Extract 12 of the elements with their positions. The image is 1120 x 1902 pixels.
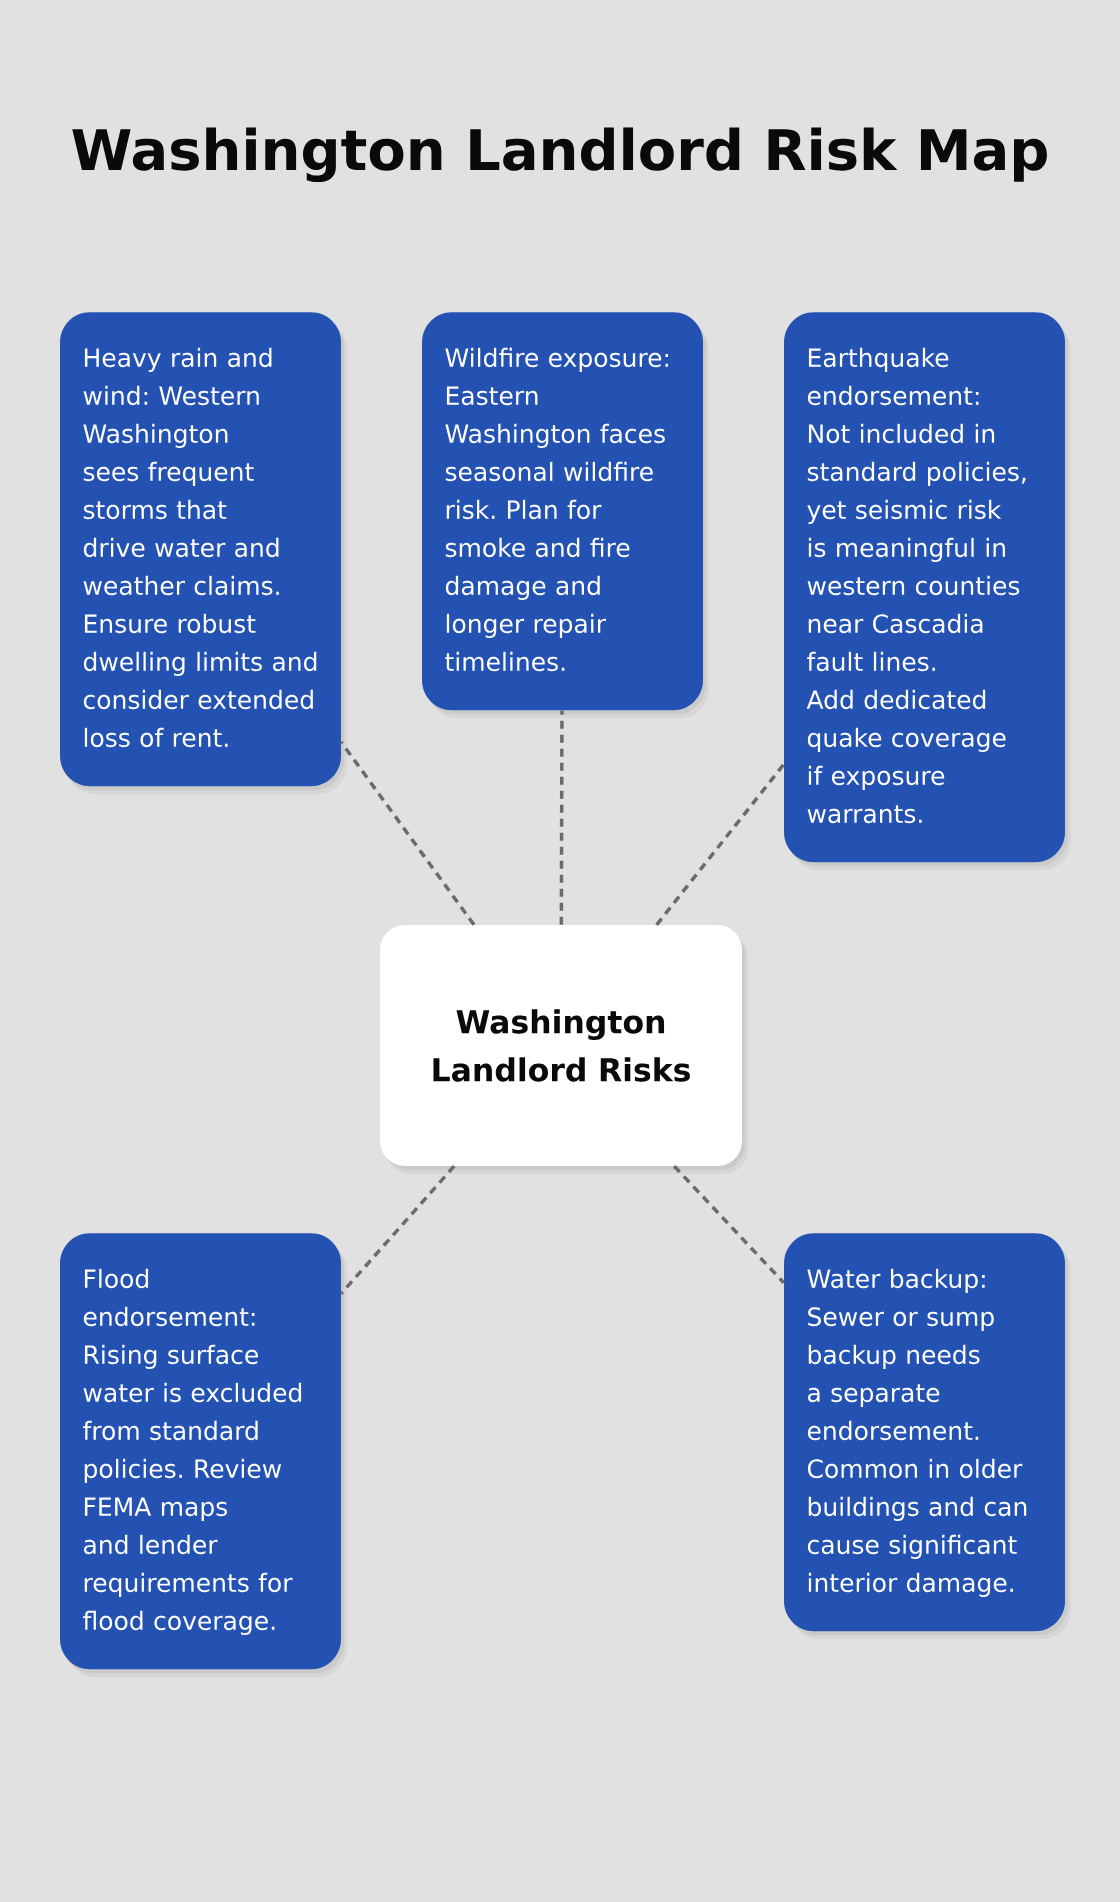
connector-line: [673, 1165, 786, 1284]
info-box: Heavy rain and wind: Western Washington sees frequent storms that drive water and weather claims. Ensure robust dwelling limits and consider extended loss of rent.: [60, 312, 347, 795]
connector-line: [339, 1165, 456, 1295]
info-box: Earthquake endorsement: Not included in standard policies, yet seismic risk is meaningful in western counties near Cascadia fault lines. Add dedicated quake coverage if exposure warrants.: [784, 312, 1071, 871]
info-box: Water backup: Sewer or sump backup needs a separate endorsement. Common in older buildings and can cause significant interior damage.: [784, 1233, 1071, 1640]
central-box: Washington Landlord Risks: [380, 925, 748, 1174]
connector-line: [339, 741, 476, 926]
info-box: Wildfire exposure: Eastern Washington faces seasonal wildfire risk. Plan for smoke and fire damage and longer repair timelines.: [422, 312, 709, 719]
info-box: Flood endorsement: Rising surface water is excluded from standard policies. Review FEMA maps and lender requirements for flood coverage.: [60, 1233, 347, 1678]
connector-line: [655, 763, 786, 926]
connector-line: [559, 710, 564, 925]
title: Washington Landlord Risk Map: [72, 127, 1047, 183]
